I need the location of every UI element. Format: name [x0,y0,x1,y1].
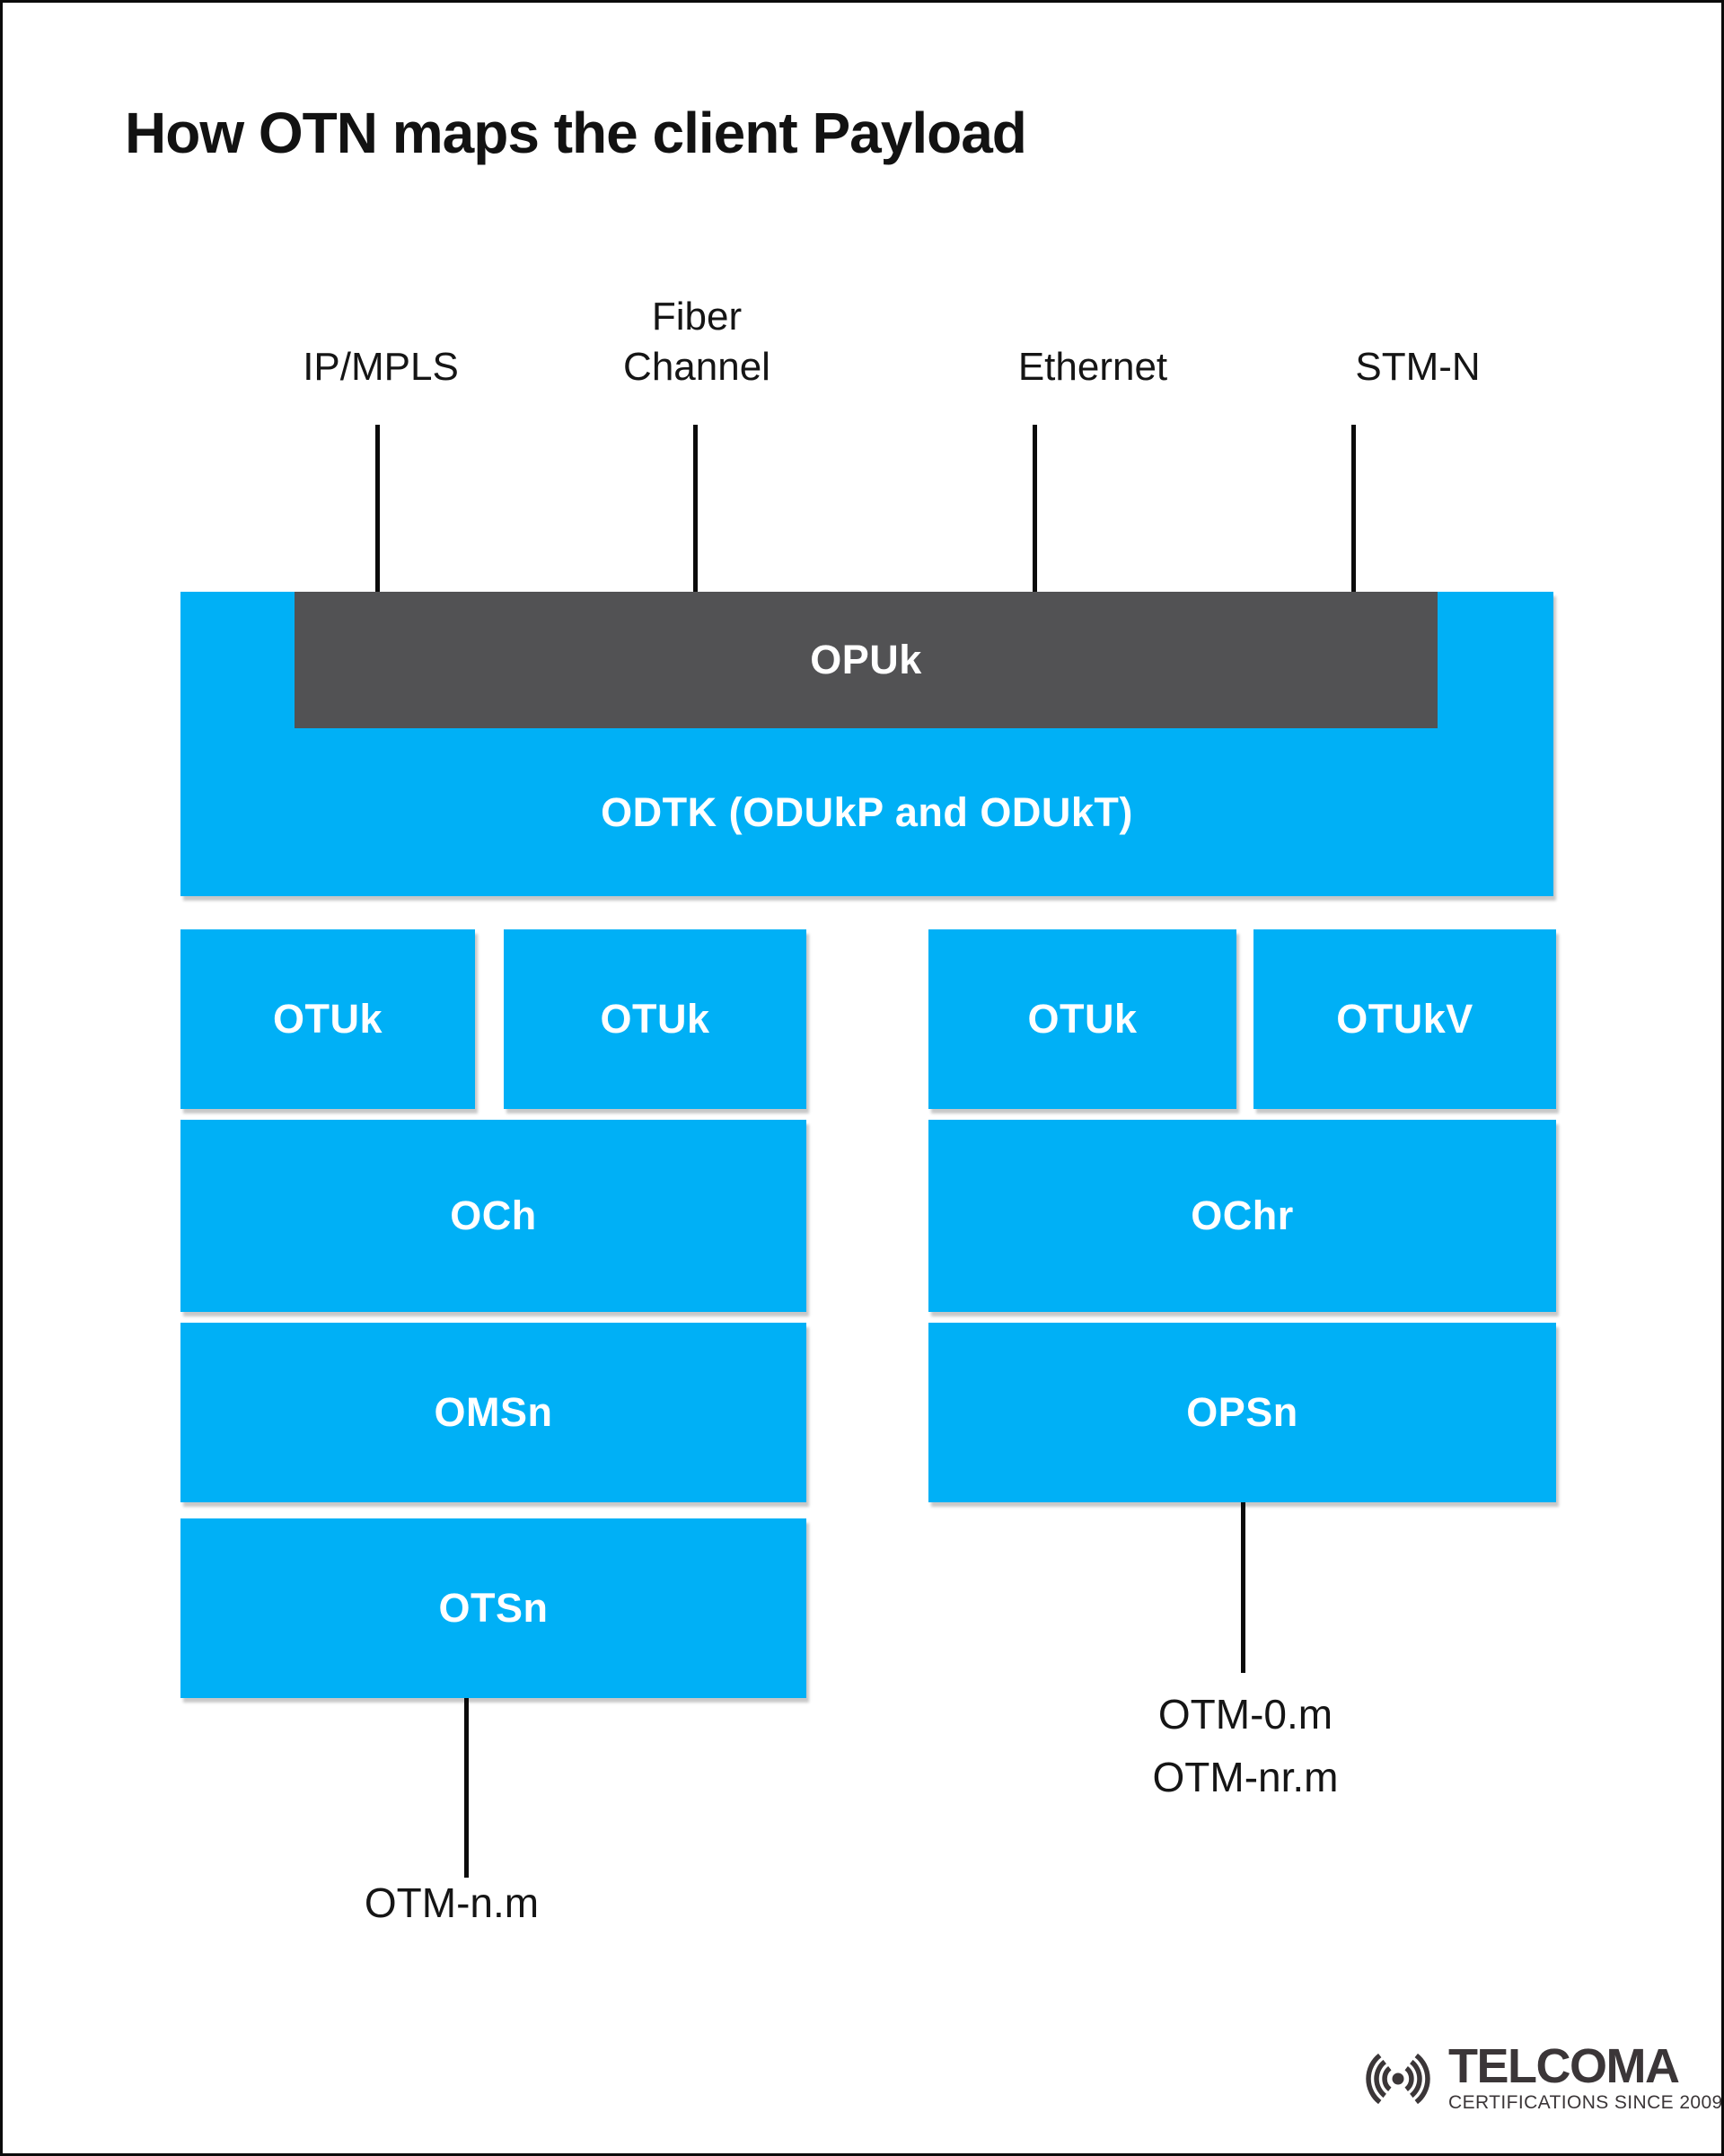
opuk-label: OPUk [810,637,922,682]
otm-nrm-label: OTM-nr.m [1152,1754,1339,1800]
odtk-label: ODTK (ODUkP and ODUkT) [601,788,1133,835]
client-label-text: Fiber [651,295,743,339]
client-label-text: Channel [623,345,770,389]
client-label-text: IP/MPLS [303,345,459,389]
opsn-label: OPSn [1186,1389,1298,1435]
right-otukv-label: OTUkV [1336,996,1473,1042]
client-label-stm-n: STM-N [1355,342,1480,392]
logo-text-block: TELCOMA CERTIFICATIONS SINCE 2009 [1448,2039,1723,2114]
otm-nm-label: OTM-n.m [364,1879,540,1926]
logo-tagline: CERTIFICATIONS SINCE 2009 [1448,2092,1723,2113]
otsn-box: OTSn [180,1518,806,1698]
ochr-label: OChr [1191,1192,1294,1238]
connector-line-ethernet [1033,425,1037,593]
otsn-otm-connector-line [464,1698,469,1878]
odtk-label-zone: ODTK (ODUkP and ODUkT) [180,728,1553,896]
left-otuk-a-box: OTUk [180,929,475,1109]
otsn-label: OTSn [438,1585,549,1631]
logo-name: TELCOMA [1448,2039,1680,2093]
left-otuk-b-box: OTUk [504,929,806,1109]
telcoma-logo: TELCOMA CERTIFICATIONS SINCE 2009 [1353,2039,1723,2114]
ochr-box: OChr [928,1120,1556,1312]
omsn-box: OMSn [180,1323,806,1502]
left-otuk-b-label: OTUk [600,996,710,1042]
client-label-ip-mpls: IP/MPLS [303,342,459,392]
omsn-label: OMSn [434,1389,553,1435]
right-otuk-label: OTUk [1027,996,1138,1042]
client-label-ethernet: Ethernet [1018,342,1167,392]
right-otukv-box: OTUkV [1253,929,1556,1109]
otm-0m-label: OTM-0.m [1157,1691,1333,1738]
left-otuk-a-label: OTUk [272,996,383,1042]
opsn-box: OPSn [928,1323,1556,1502]
client-label-text: Ethernet [1017,345,1168,389]
connector-line-ip-mpls [375,425,380,593]
broadcast-signal-icon [1366,2053,1430,2104]
client-label-text: STM-N [1355,345,1481,389]
right-otuk-box: OTUk [928,929,1236,1109]
connector-line-stm-n [1351,425,1356,593]
opsn-otm-connector-line [1241,1502,1245,1673]
client-label-fiber-channel: Fiber Channel [623,292,770,392]
opuk-box: OPUk [295,592,1438,728]
odtk-box: OPUk ODTK (ODUkP and ODUkT) [180,592,1553,896]
och-label: OCh [450,1192,537,1238]
connector-line-fiber-channel [693,425,698,593]
och-box: OCh [180,1120,806,1312]
page-title: How OTN maps the client Payload [125,101,1027,165]
